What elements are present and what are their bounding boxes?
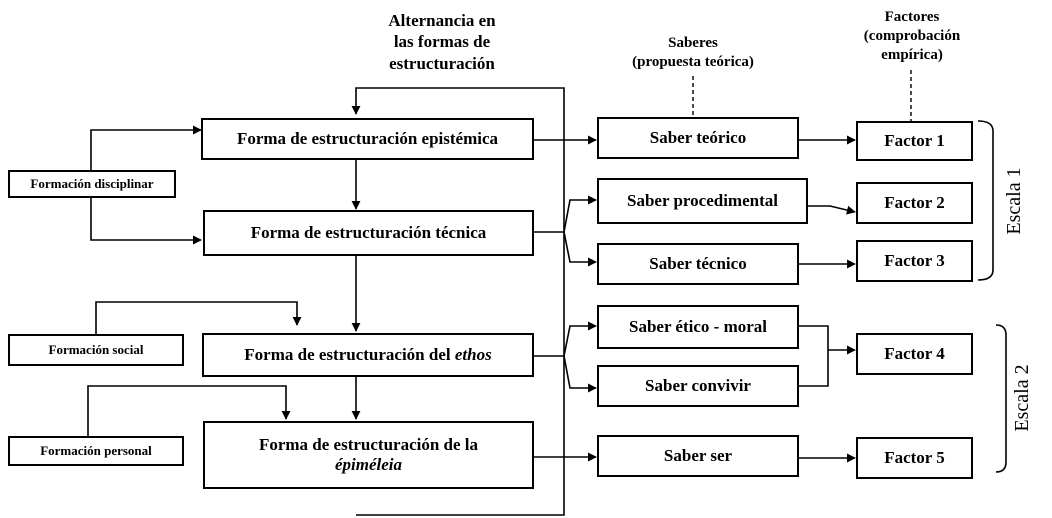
factor-2-box: Factor 2 xyxy=(856,182,973,224)
factor-2-label: Factor 2 xyxy=(884,192,945,212)
arrow-tecnica-procedimental xyxy=(563,195,597,233)
saber-etico-label: Saber ético - moral xyxy=(628,316,767,336)
escala2-bracket xyxy=(995,324,1007,473)
formacion-personal-label: Formación personal xyxy=(40,443,152,459)
alternancia-line2: las formas de xyxy=(393,32,491,52)
forma-tecnica-box: Forma de estructuración técnica xyxy=(203,210,534,256)
alternancia-label: Alternancia en las formas de estructurac… xyxy=(362,10,522,74)
forma-tecnica-label: Forma de estructuración técnica xyxy=(250,222,487,242)
arrow-procedimental-f2 xyxy=(808,205,856,215)
saberes-header-line2: (propuesta teórica) xyxy=(632,53,754,70)
factores-header: Factores (comprobación empírica) xyxy=(842,8,982,64)
forma-epimeleia-italic: épiméleia xyxy=(334,455,403,474)
saber-convivir-box: Saber convivir xyxy=(597,365,799,407)
formacion-social-label: Formación social xyxy=(48,342,144,358)
saberes-header: Saberes (propuesta teórica) xyxy=(608,34,778,72)
factor-3-box: Factor 3 xyxy=(856,240,973,282)
saber-etico-box: Saber ético - moral xyxy=(597,305,799,349)
saber-tecnico-box: Saber técnico xyxy=(597,243,799,285)
forma-ethos-italic: ethos xyxy=(454,344,492,364)
alternancia-line3: estructuración xyxy=(389,53,495,73)
forma-epistemica-box: Forma de estructuración epistémica xyxy=(201,118,534,160)
alternancia-loop xyxy=(351,87,565,516)
arrow-tecnica-tecnico xyxy=(563,231,597,267)
forma-ethos-box: Forma de estructuración del ethos xyxy=(202,333,534,377)
saber-ser-label: Saber ser xyxy=(663,445,733,465)
saberes-header-line1: Saberes xyxy=(668,35,718,51)
forma-epistemica-label: Forma de estructuración epistémica xyxy=(236,128,499,148)
forma-ethos-prefix: Forma de estructuración del xyxy=(244,344,455,364)
saber-teorico-box: Saber teórico xyxy=(597,117,799,159)
factores-header-line1: Factores xyxy=(884,9,940,25)
formacion-social-box: Formación social xyxy=(8,334,184,366)
escala-1-label: Escala 1 xyxy=(1003,167,1025,235)
factores-header-line3: empírica) xyxy=(881,46,943,63)
arrow-disciplinar-epistemica xyxy=(90,125,202,170)
formacion-disciplinar-label: Formación disciplinar xyxy=(30,176,154,192)
saber-tecnico-label: Saber técnico xyxy=(649,253,747,273)
formacion-personal-box: Formación personal xyxy=(8,436,184,466)
saber-ser-box: Saber ser xyxy=(597,435,799,477)
forma-epimeleia-line1: Forma de estructuración de la xyxy=(258,434,479,454)
saber-procedimental-box: Saber procedimental xyxy=(597,178,808,224)
alternancia-line1: Alternancia en xyxy=(388,11,496,30)
saber-teorico-label: Saber teórico xyxy=(649,127,747,147)
saber-procedimental-label: Saber procedimental xyxy=(627,190,778,210)
factor-3-label: Factor 3 xyxy=(884,250,945,270)
arrow-personal xyxy=(87,385,291,436)
factor-1-box: Factor 1 xyxy=(856,121,973,161)
saber-convivir-label: Saber convivir xyxy=(645,375,751,395)
arrow-ethos-etico xyxy=(563,321,597,357)
escala-2-label: Escala 2 xyxy=(1011,364,1033,432)
factor-5-label: Factor 5 xyxy=(884,447,945,467)
arrow-ethos-convivir xyxy=(563,355,597,393)
arrow-social xyxy=(95,301,302,334)
factor-1-label: Factor 1 xyxy=(884,130,945,150)
factor-4-box: Factor 4 xyxy=(856,333,973,375)
forma-ethos-label: Forma de estructuración del ethos xyxy=(244,345,491,365)
factor-4-label: Factor 4 xyxy=(884,343,945,363)
arrow-disciplinar-tecnica xyxy=(90,198,202,245)
arrow-etico-f4 xyxy=(799,325,856,355)
escala1-bracket xyxy=(977,120,994,281)
formacion-disciplinar-box: Formación disciplinar xyxy=(8,170,176,198)
forma-epimeleia-box: Forma de estructuración de la épiméleia xyxy=(203,421,534,489)
factores-header-line2: (comprobación xyxy=(863,27,961,44)
factor-5-box: Factor 5 xyxy=(856,437,973,479)
